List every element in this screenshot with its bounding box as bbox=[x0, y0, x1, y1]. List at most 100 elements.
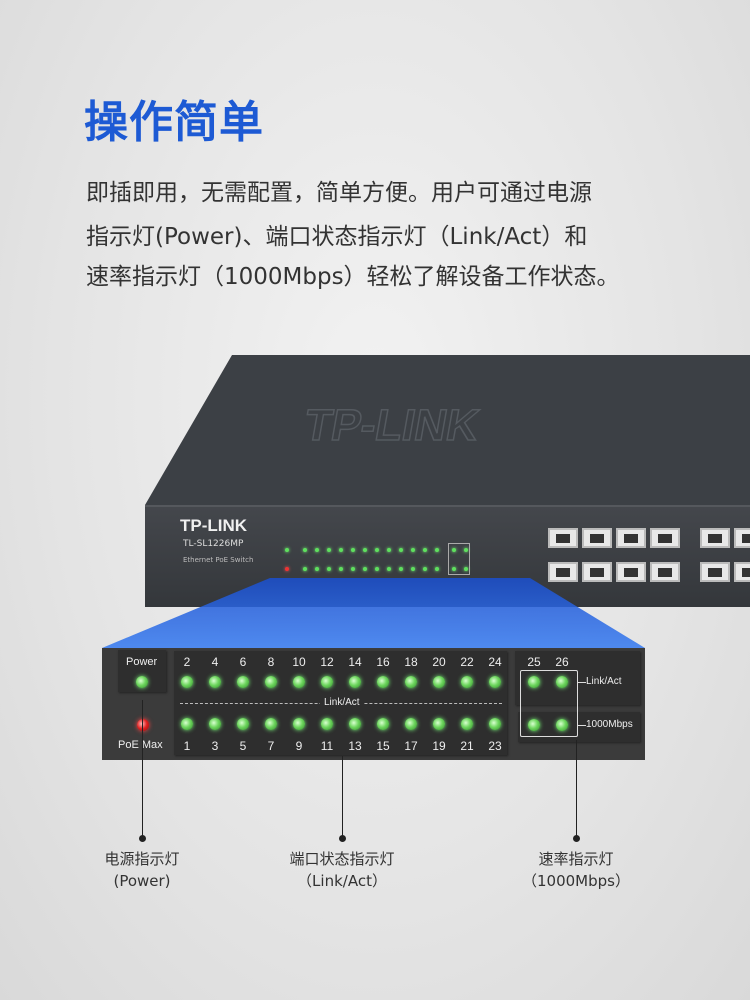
port-number: 2 bbox=[183, 655, 191, 669]
front-link-led bbox=[423, 548, 427, 552]
front-link-led bbox=[375, 548, 379, 552]
link-led bbox=[433, 676, 445, 688]
rj45-port bbox=[650, 528, 680, 548]
poe-max-led bbox=[137, 719, 149, 731]
front-uplink-led bbox=[464, 567, 468, 571]
port-number: 3 bbox=[211, 739, 219, 753]
front-link-led bbox=[399, 567, 403, 571]
port-number: 16 bbox=[376, 655, 390, 669]
front-link-led bbox=[339, 567, 343, 571]
rj45-port bbox=[700, 562, 730, 582]
callout-link-act: 端口状态指示灯（Link/Act） bbox=[262, 848, 422, 892]
product-type-label: Ethernet PoE Switch bbox=[183, 556, 254, 564]
link-led bbox=[349, 676, 361, 688]
callout-title: 速率指示灯 bbox=[538, 850, 614, 868]
port-number: 7 bbox=[267, 739, 275, 753]
front-link-led bbox=[435, 548, 439, 552]
port-number: 12 bbox=[320, 655, 334, 669]
front-link-led bbox=[375, 567, 379, 571]
callout-speed: 速率指示灯 （1000Mbps） bbox=[496, 848, 656, 892]
callout-line-link bbox=[342, 756, 343, 838]
model-label: TL-SL1226MP bbox=[183, 539, 244, 549]
description-line: 速率指示灯（1000Mbps）轻松了解设备工作状态。 bbox=[86, 264, 620, 290]
rj45-port bbox=[548, 562, 578, 582]
link-led bbox=[293, 676, 305, 688]
uplink-speed-label: 1000Mbps bbox=[586, 719, 633, 730]
rj45-port bbox=[734, 528, 750, 548]
callout-dot bbox=[573, 835, 580, 842]
front-link-led bbox=[303, 567, 307, 571]
rj45-port bbox=[616, 562, 646, 582]
link-led bbox=[209, 676, 221, 688]
link-led bbox=[181, 718, 193, 730]
link-led bbox=[237, 676, 249, 688]
callout-sub: （1000Mbps） bbox=[522, 872, 630, 890]
front-poe-led bbox=[285, 567, 289, 571]
link-led bbox=[265, 718, 277, 730]
port-number: 24 bbox=[488, 655, 502, 669]
callout-sub: (Power) bbox=[113, 872, 171, 890]
uplink-bracket bbox=[520, 670, 578, 737]
callout-dot bbox=[339, 835, 346, 842]
front-uplink-led bbox=[464, 548, 468, 552]
port-number: 6 bbox=[239, 655, 247, 669]
front-link-led bbox=[327, 548, 331, 552]
front-link-led bbox=[351, 567, 355, 571]
link-led bbox=[321, 718, 333, 730]
front-power-led bbox=[285, 548, 289, 552]
uplink-port-number: 25 bbox=[527, 655, 541, 669]
brand-logo: TP-LINK bbox=[180, 516, 248, 535]
callout-line-speed bbox=[576, 740, 577, 838]
port-number: 23 bbox=[488, 739, 502, 753]
front-link-led bbox=[435, 567, 439, 571]
rj45-port bbox=[582, 562, 612, 582]
port-number: 4 bbox=[211, 655, 219, 669]
link-led bbox=[237, 718, 249, 730]
front-link-led bbox=[363, 548, 367, 552]
top-logo-emboss: TP-LINK bbox=[301, 401, 483, 450]
link-led bbox=[377, 718, 389, 730]
front-link-led bbox=[411, 567, 415, 571]
callout-line-power bbox=[142, 700, 143, 838]
zoomed-indicator-panel: Power PoE Max Link/Act Link/Act 1000Mbps… bbox=[102, 648, 645, 760]
front-link-led bbox=[315, 567, 319, 571]
front-link-led bbox=[351, 548, 355, 552]
rj45-port bbox=[548, 528, 578, 548]
link-led bbox=[265, 676, 277, 688]
link-led bbox=[405, 718, 417, 730]
port-number: 17 bbox=[404, 739, 418, 753]
link-led bbox=[489, 676, 501, 688]
link-led bbox=[377, 676, 389, 688]
description-line: 指示灯(Power)、端口状态指示灯（Link/Act）和 bbox=[86, 224, 588, 250]
link-led bbox=[461, 718, 473, 730]
power-led bbox=[136, 676, 148, 688]
port-number: 11 bbox=[320, 739, 334, 753]
port-number: 14 bbox=[348, 655, 362, 669]
connector-line bbox=[578, 725, 586, 726]
front-uplink-led bbox=[452, 548, 456, 552]
port-number: 9 bbox=[295, 739, 303, 753]
port-number: 22 bbox=[460, 655, 474, 669]
callout-power: 电源指示灯(Power) bbox=[62, 848, 222, 892]
front-link-led bbox=[363, 567, 367, 571]
uplink-port-number: 26 bbox=[555, 655, 569, 669]
callout-dot bbox=[139, 835, 146, 842]
callout-sub: （Link/Act） bbox=[297, 872, 387, 890]
port-number: 20 bbox=[432, 655, 446, 669]
link-led bbox=[293, 718, 305, 730]
port-number: 8 bbox=[267, 655, 275, 669]
port-number: 19 bbox=[432, 739, 446, 753]
front-link-led bbox=[327, 567, 331, 571]
port-number: 13 bbox=[348, 739, 362, 753]
page-title: 操作简单 bbox=[84, 97, 264, 148]
rj45-port bbox=[616, 528, 646, 548]
port-number: 15 bbox=[376, 739, 390, 753]
front-link-led bbox=[387, 567, 391, 571]
front-link-led bbox=[303, 548, 307, 552]
rj45-port bbox=[650, 562, 680, 582]
link-led bbox=[433, 718, 445, 730]
port-number: 5 bbox=[239, 739, 247, 753]
link-led bbox=[405, 676, 417, 688]
front-link-led bbox=[423, 567, 427, 571]
